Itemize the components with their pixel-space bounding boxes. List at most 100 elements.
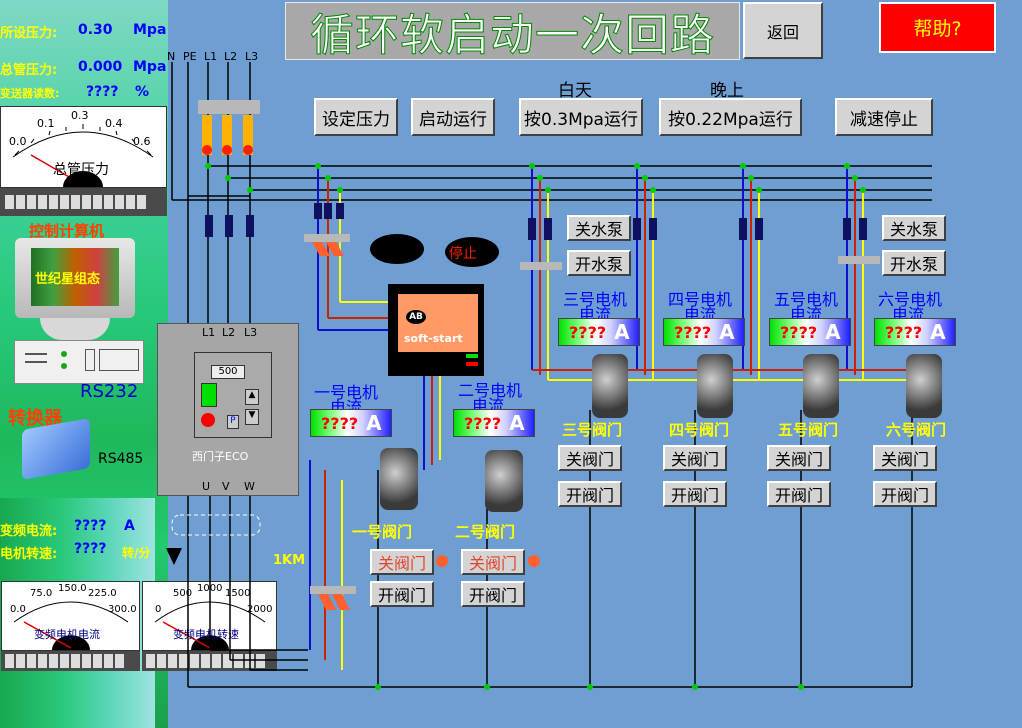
page-title: 循环软启动一次回路 (310, 10, 715, 62)
valve-1-label: 一号阀门 (352, 523, 413, 541)
set-pressure-button[interactable]: 设定压力 (314, 98, 398, 136)
valve-6-open-button[interactable]: 开阀门 (873, 481, 937, 507)
gauge-scale-strip (1, 651, 140, 671)
valve-3-open-button[interactable]: 开阀门 (558, 481, 622, 507)
vfd-brand: 西门子ECO (192, 450, 249, 463)
computer-label: 控制计算机 (29, 222, 105, 240)
converter-label: 转换器 (8, 408, 62, 429)
pump-3-on-button[interactable]: 开水泵 (567, 250, 631, 276)
vfd-out-label: V (222, 480, 230, 493)
soft-starter: AB soft-start (388, 284, 484, 376)
gauge-tick: 0.0 (10, 604, 26, 615)
main-pressure-label: 总管压力: (0, 63, 58, 78)
motor-4-current: ????A (663, 318, 745, 346)
vfd-down-button[interactable]: ▼ (245, 409, 259, 425)
vfd-current-label: 变频电流: (0, 524, 58, 539)
gauge-tick: 0.1 (37, 117, 55, 130)
valve-2-close-button[interactable]: 关阀门 (461, 549, 525, 575)
decel-stop-button[interactable]: 减速停止 (835, 98, 933, 136)
valve-1-open-button[interactable]: 开阀门 (370, 581, 434, 607)
gauge-tick: 2000 (247, 604, 273, 615)
motor-6-icon (906, 354, 942, 418)
start-run-button[interactable]: 启动运行 (411, 98, 495, 136)
gauge-caption: 变频电机转速 (173, 628, 239, 641)
bus-label-n: N (167, 50, 176, 63)
gauge-tick: 0 (155, 604, 162, 615)
gauge-tick: 0.0 (9, 135, 27, 148)
valve-3-label: 三号阀门 (562, 421, 623, 439)
back-button[interactable]: 返回 (743, 2, 823, 59)
valve-6-close-button[interactable]: 关阀门 (873, 445, 937, 471)
valve-3-close-button[interactable]: 关阀门 (558, 445, 622, 471)
km-label: 1KM (273, 553, 306, 568)
vfd-display: 500 (211, 365, 245, 379)
vfd-out-label: U (202, 480, 211, 493)
vfd-current-gauge: 0.0 75.0 150.0 225.0 300.0 变频电机电流 (1, 581, 140, 651)
computer-stand (40, 318, 110, 340)
set-pressure-unit: Mpa (133, 22, 167, 38)
set-pressure-value: 0.30 (78, 22, 113, 38)
main-pressure-unit: Mpa (133, 59, 167, 75)
vfd-keypad: 500 P ▲ ▼ (194, 352, 272, 438)
rs232-label: RS232 (80, 381, 139, 402)
vfd-up-button[interactable]: ▲ (245, 389, 259, 405)
valve-5-label: 五号阀门 (778, 421, 839, 439)
computer-screen: 世纪星组态 (31, 248, 119, 306)
motor-2-icon (485, 450, 523, 512)
motor-5-current: ????A (769, 318, 851, 346)
transmitter-value: ???? (86, 84, 119, 100)
gauge-tick: 500 (173, 588, 193, 599)
vfd-out-label: W (244, 480, 255, 493)
computer-screen-text: 世纪星组态 (35, 272, 101, 287)
motor-speed-unit: 转/分 (122, 546, 151, 560)
help-button[interactable]: 帮助? (879, 2, 996, 53)
vfd-in-label: L2 (222, 326, 236, 339)
run-0.3mpa-button[interactable]: 按0.3Mpa运行 (519, 98, 643, 136)
bus-label-l2: L2 (224, 50, 238, 63)
computer-monitor: 世纪星组态 (15, 238, 135, 318)
vfd-p-button[interactable]: P (227, 415, 239, 429)
valve-4-close-button[interactable]: 关阀门 (663, 445, 727, 471)
gauge-tick: 75.0 (30, 588, 53, 599)
motor-1-icon (380, 448, 418, 510)
valve-2-status-dot (528, 555, 540, 567)
vfd-current-value: ???? (74, 518, 107, 534)
valve-5-close-button[interactable]: 关阀门 (767, 445, 831, 471)
motor-2-current: ????A (453, 409, 535, 437)
pump-3-off-button[interactable]: 关水泵 (567, 215, 631, 241)
valve-2-label: 二号阀门 (455, 523, 516, 541)
motor-4-icon (697, 354, 733, 418)
pump-6-on-button[interactable]: 开水泵 (882, 250, 946, 276)
ab-logo: AB (406, 310, 426, 324)
gauge-caption: 总管压力 (53, 162, 109, 178)
valve-6-label: 六号阀门 (886, 421, 947, 439)
gauge-tick: 150.0 (58, 583, 87, 594)
valve-5-open-button[interactable]: 开阀门 (767, 481, 831, 507)
gauge-tick: 1500 (225, 588, 251, 599)
gauge-tick: 0.6 (133, 135, 151, 148)
motor-5-icon (803, 354, 839, 418)
soft-starter-panel: AB soft-start (398, 294, 478, 352)
valve-4-open-button[interactable]: 开阀门 (663, 481, 727, 507)
valve-1-close-button[interactable]: 关阀门 (370, 549, 434, 575)
vfd-in-label: L3 (244, 326, 258, 339)
vfd-drive: L1 L2 L3 500 P ▲ ▼ 西门子ECO U V W (157, 323, 299, 496)
page-title-box: 循环软启动一次回路 (285, 2, 740, 62)
set-pressure-label: 所设压力: (0, 26, 58, 41)
vfd-stop-button[interactable] (201, 413, 215, 427)
motor-1-current: ????A (310, 409, 392, 437)
valve-2-open-button[interactable]: 开阀门 (461, 581, 525, 607)
vfd-current-unit: A (124, 518, 135, 534)
soft-start-text: soft-start (404, 332, 463, 345)
gauge-caption: 变频电机电流 (34, 628, 100, 641)
motor-3-icon (592, 354, 628, 418)
pump-6-off-button[interactable]: 关水泵 (882, 215, 946, 241)
stop-indicator-label: 停止 (449, 246, 477, 262)
day-label: 白天 (558, 81, 592, 101)
rs485-label: RS485 (98, 451, 144, 467)
gauge-tick: 300.0 (108, 604, 137, 615)
run-0.22mpa-button[interactable]: 按0.22Mpa运行 (659, 98, 802, 136)
gauge-scale-strip (0, 188, 167, 216)
gauge-tick: 0.3 (71, 109, 89, 122)
